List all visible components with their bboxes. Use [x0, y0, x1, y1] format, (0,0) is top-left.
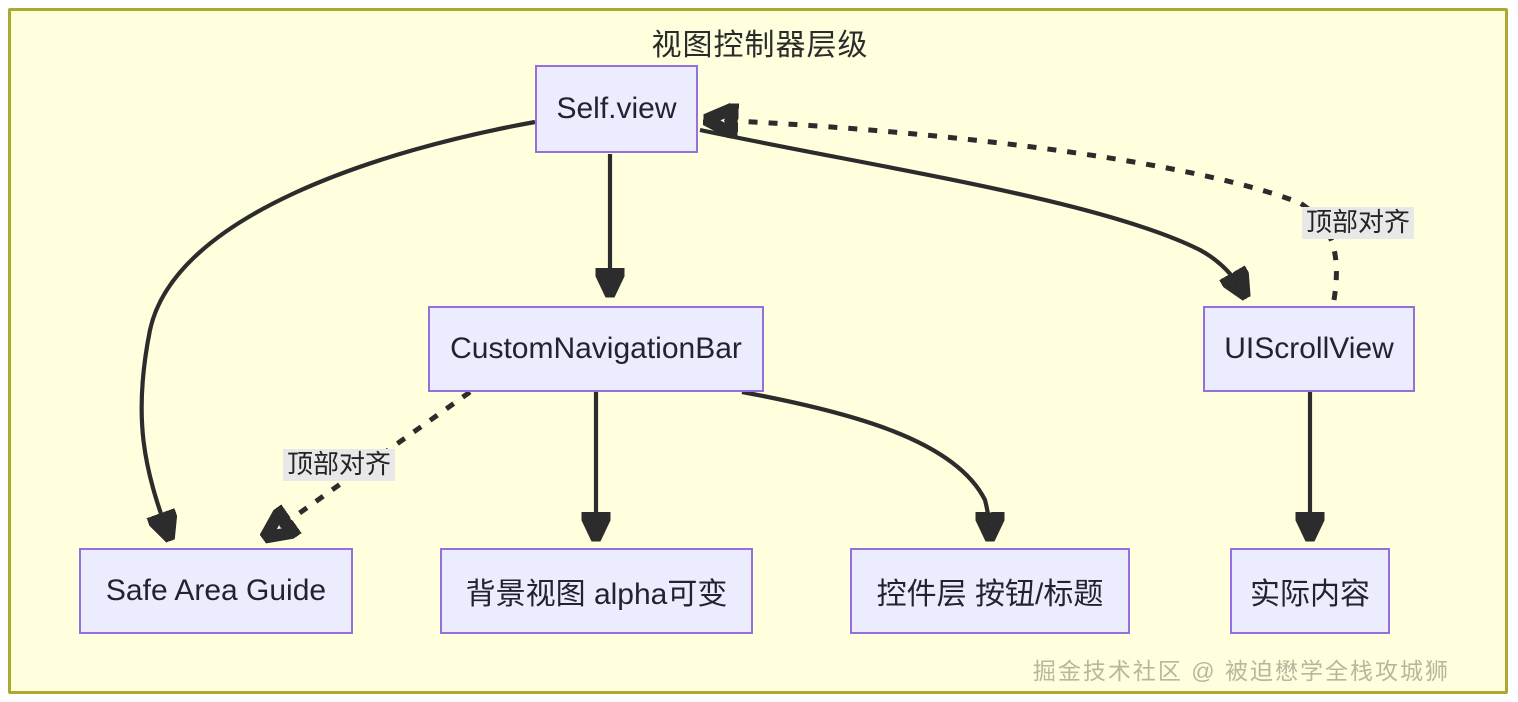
node-safe-area-guide-label: Safe Area Guide [105, 574, 327, 607]
node-background-view-label: 背景视图 alpha可变 [465, 578, 728, 611]
node-uiscrollview[interactable]: UIScrollView [1203, 306, 1415, 392]
node-controls-layer-label: 控件层 按钮/标题 [876, 578, 1104, 611]
node-self-view-label: Self.view [556, 92, 677, 125]
node-custom-navigation-bar[interactable]: CustomNavigationBar [428, 306, 764, 392]
edge-label-scrollview-selfview: 顶部对齐 [1302, 207, 1415, 239]
node-uiscrollview-label: UIScrollView [1224, 332, 1394, 365]
node-controls-layer[interactable]: 控件层 按钮/标题 [850, 548, 1130, 634]
diagram-title: 视图控制器层级 [651, 29, 869, 62]
edge-label-customnav-safearea: 顶部对齐 [283, 449, 396, 481]
node-self-view[interactable]: Self.view [535, 65, 698, 153]
node-background-view[interactable]: 背景视图 alpha可变 [440, 548, 753, 634]
node-actual-content-label: 实际内容 [1250, 578, 1370, 611]
node-custom-navigation-bar-label: CustomNavigationBar [450, 332, 742, 365]
node-actual-content[interactable]: 实际内容 [1230, 548, 1390, 634]
watermark: 掘金技术社区 @ 被迫懋学全栈攻城狮 [1032, 658, 1450, 684]
node-safe-area-guide[interactable]: Safe Area Guide [79, 548, 353, 634]
